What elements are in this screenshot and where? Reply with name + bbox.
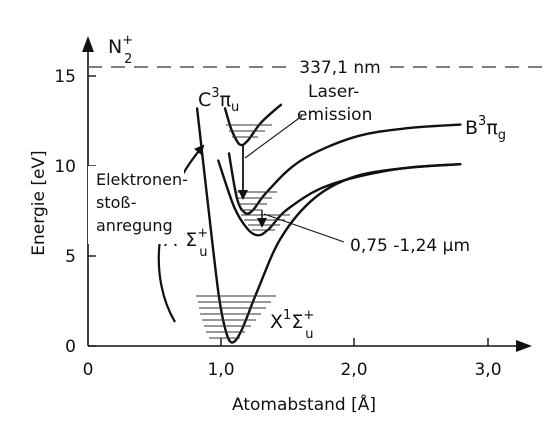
x-tick-label: 0 <box>83 360 94 380</box>
state-curve-b <box>227 123 462 215</box>
y-axis-arrow <box>82 36 94 52</box>
state-curve-x <box>195 107 462 344</box>
x-tick-label: 3,0 <box>474 360 501 380</box>
state-curve-a <box>217 159 462 237</box>
reference-line-label: 337,1 nm <box>299 58 380 78</box>
ir-emission-label: 0,75 -1,24 μm <box>350 236 470 256</box>
vibrational-levels-c <box>226 124 272 138</box>
state-label-b: B3πg <box>465 114 506 143</box>
vibrational-levels-x <box>196 295 276 339</box>
x-axis-label: Atomabstand [Å] <box>232 393 376 415</box>
y-tick-label: 0 <box>65 337 76 357</box>
x-ticks <box>220 338 489 346</box>
state-label-c: C3πu <box>198 86 239 115</box>
y-axis-label: Energie [eV] <box>29 150 49 255</box>
molecule-label: N+2 <box>108 33 133 67</box>
x-axis-arrow <box>516 340 532 352</box>
x-tick-label: 2,0 <box>340 360 367 380</box>
y-tick-label: 10 <box>54 157 76 177</box>
ir-emission-leader <box>263 213 345 243</box>
excitation-label: Elektronen- stoß- anregung <box>96 170 193 235</box>
x-tick-label: 1,0 <box>207 360 234 380</box>
laser-emission-leader <box>244 115 303 159</box>
vibrational-levels-a <box>241 214 290 231</box>
state-label-x: X1Σ+u <box>270 308 314 342</box>
laser-emission-label: Laser- emission <box>297 82 372 125</box>
y-tick-label: 5 <box>65 247 76 267</box>
y-tick-label: 15 <box>54 67 76 87</box>
